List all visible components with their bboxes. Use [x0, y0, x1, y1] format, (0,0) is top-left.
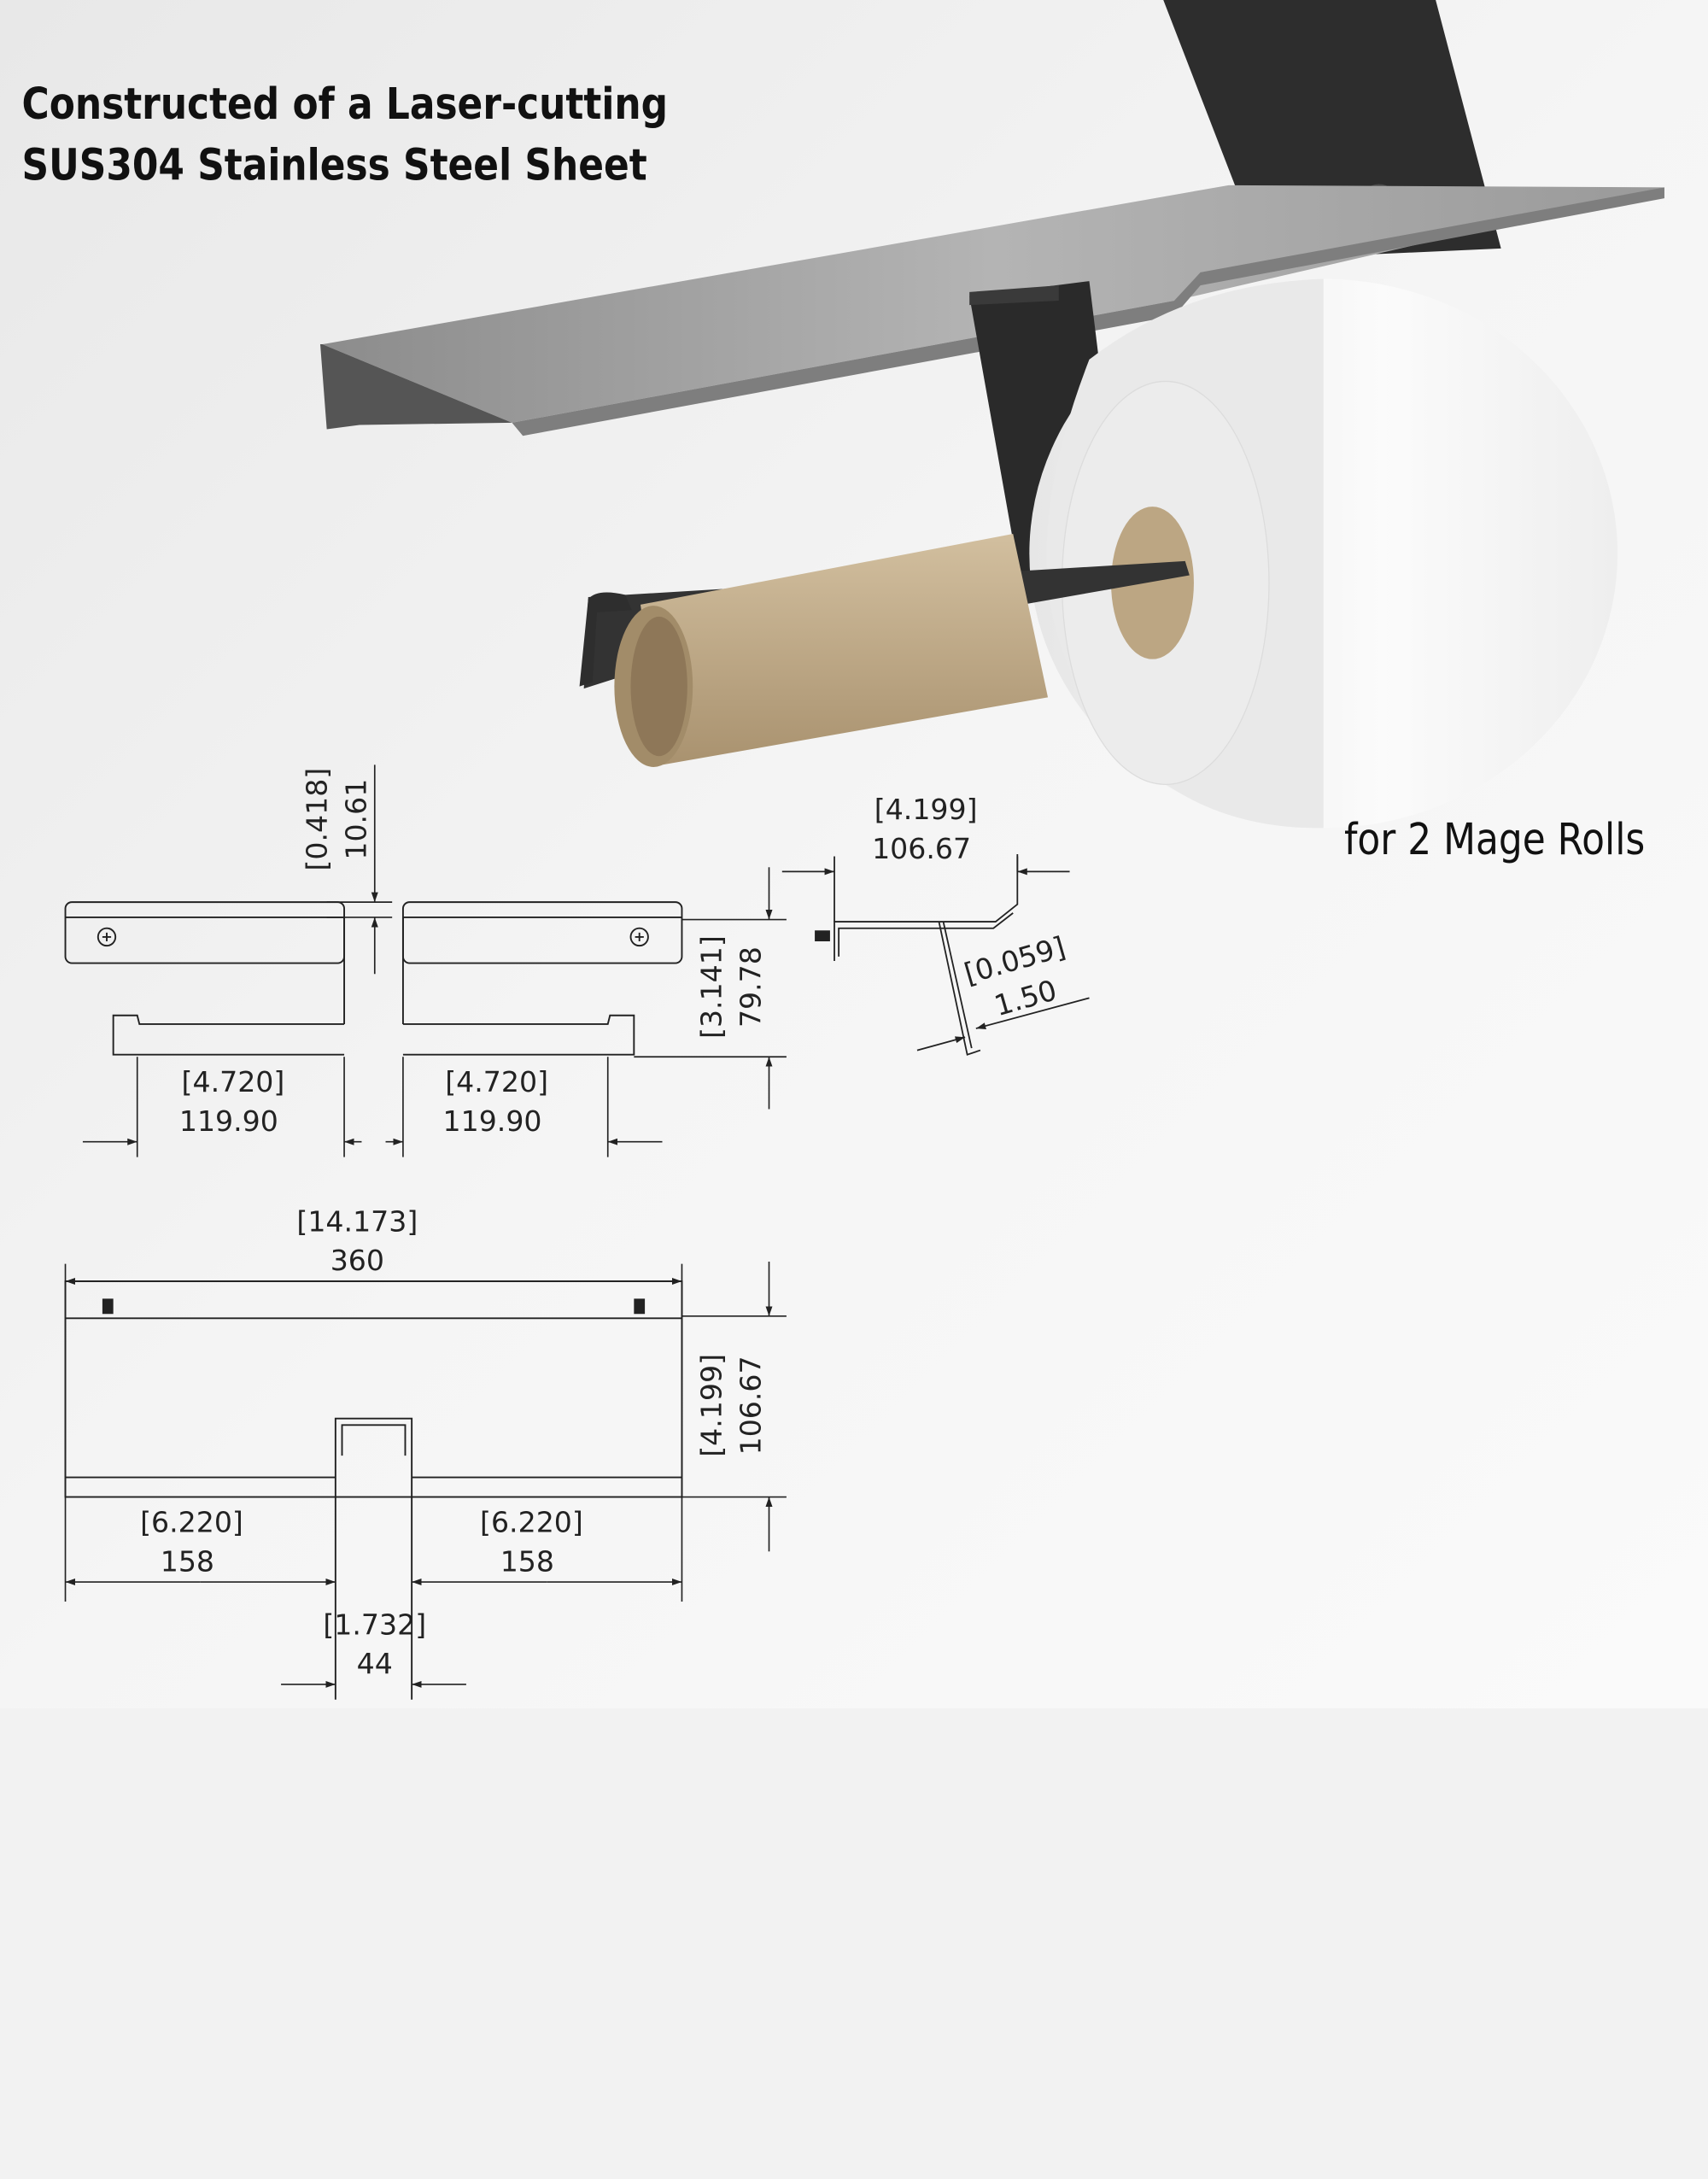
bracket-tab — [969, 285, 1059, 306]
paper-gap-mm-label: 10.61 — [340, 779, 373, 860]
shelf-left-mm-label: 158 — [161, 1544, 214, 1578]
paper-gap-inch-label: [0.418] — [301, 768, 334, 871]
shelf-left-inch-label: [6.220] — [140, 1505, 243, 1538]
product-render — [319, 0, 1664, 829]
shelf-right-inch-label: [6.220] — [480, 1505, 583, 1538]
dimension-labels: [0.418] 10.61 [3.141] 79.78 [4.720] 119.… — [140, 768, 1068, 1680]
front-arm-left — [112, 1014, 345, 1056]
arm-left-inch-label: [4.720] — [182, 1065, 285, 1098]
headline: Constructed of a Laser-cutting SUS304 St… — [22, 74, 669, 196]
empty-tube-inner — [630, 616, 687, 757]
paper-roll-core — [1111, 507, 1194, 659]
top-dimension-lines — [64, 1262, 787, 1688]
height-front-mm-label: 79.78 — [734, 946, 767, 1028]
top-mount-tab-left — [102, 1298, 114, 1315]
shelf-side-flange — [319, 344, 512, 430]
arm-right-inch-label: [4.720] — [445, 1065, 548, 1098]
depth-top-inch-label: [4.199] — [694, 1354, 728, 1457]
side-wall-anchor-icon — [815, 930, 830, 942]
shelf-front-lip — [512, 187, 1664, 436]
headline-line-2: SUS304 Stainless Steel Sheet — [21, 140, 647, 191]
arm-right-mm-label: 119.90 — [443, 1104, 542, 1138]
side-view-drawing — [781, 853, 1090, 1056]
screw-hole-left-icon — [97, 927, 117, 947]
front-view-drawing — [64, 901, 683, 1056]
side-profile — [834, 853, 1019, 961]
capacity-caption: for 2 Mage Rolls — [1343, 815, 1646, 865]
empty-cardboard-tube — [640, 533, 1049, 765]
side-depth-mm-label: 106.67 — [872, 832, 971, 865]
height-front-inch-label: [3.141] — [694, 935, 728, 1039]
total-width-mm-label: 360 — [330, 1244, 384, 1277]
top-center-bracket — [334, 1417, 413, 1497]
front-dimension-lines — [82, 764, 787, 1157]
headline-line-1: Constructed of a Laser-cutting — [21, 79, 669, 130]
arm-left-mm-label: 119.90 — [179, 1104, 278, 1138]
shelf-right-mm-label: 158 — [500, 1544, 554, 1578]
front-arm-right — [402, 1014, 635, 1056]
holder-arm-hook — [579, 592, 632, 687]
screw-hole-right-icon — [629, 927, 649, 947]
bracket-width-inch-label: [1.732] — [323, 1608, 426, 1641]
side-arm — [938, 921, 981, 1056]
total-width-inch-label: [14.173] — [296, 1204, 418, 1238]
technical-drawing: [0.418] 10.61 [3.141] 79.78 [4.720] 119.… — [0, 0, 1708, 1708]
depth-top-mm-label: 106.67 — [734, 1356, 767, 1455]
side-depth-inch-label: [4.199] — [874, 793, 978, 826]
top-mount-tab-right — [634, 1298, 646, 1315]
bracket-width-mm-label: 44 — [357, 1647, 393, 1680]
